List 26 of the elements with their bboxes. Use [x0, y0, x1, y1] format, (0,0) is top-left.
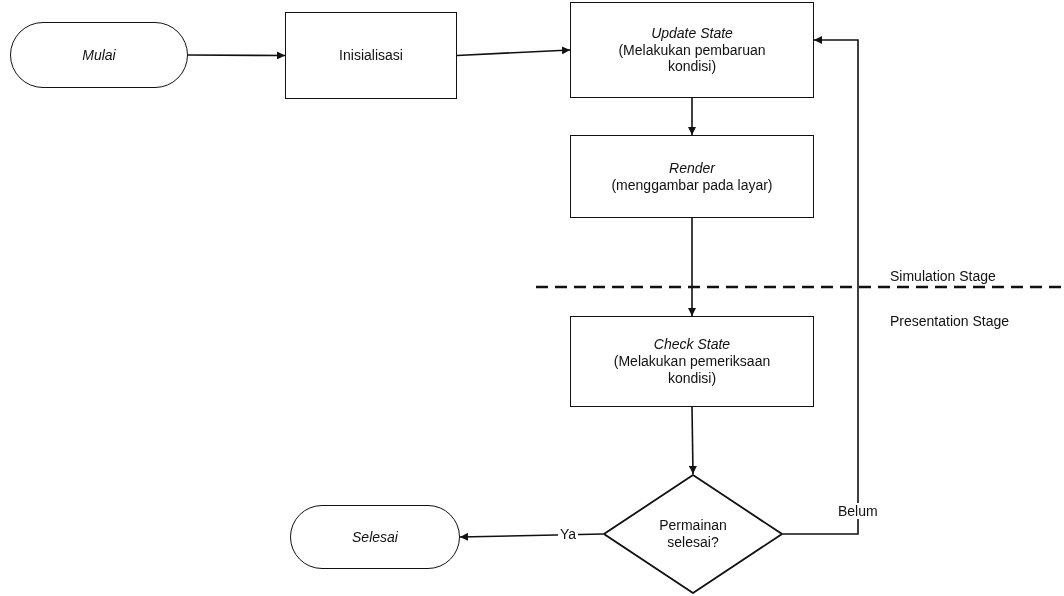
arrow — [688, 406, 697, 475]
edge-label: Ya — [558, 526, 579, 542]
arrow — [187, 51, 286, 60]
node-heading: Check State — [653, 336, 731, 354]
process-box — [570, 2, 814, 98]
arrow — [688, 97, 696, 136]
process-box — [570, 316, 814, 407]
node-text: Permainan selesai? — [658, 517, 728, 551]
arrow — [782, 36, 859, 535]
process-box — [570, 135, 814, 218]
stage-label: Presentation Stage — [890, 313, 1010, 329]
node-text: Mulai — [82, 46, 116, 64]
node-text: Selesai — [352, 528, 398, 546]
arrow — [456, 46, 571, 57]
process-box — [285, 12, 457, 99]
arrow — [688, 217, 696, 317]
node-text: (menggambar pada layar) — [611, 176, 773, 194]
decision-diamond — [603, 474, 783, 594]
arrow — [459, 532, 604, 541]
node-text: (Melakukan pembaruan kondisi) — [617, 41, 767, 76]
node-heading: Update State — [651, 24, 733, 42]
node-text: Inisialisasi — [339, 47, 403, 64]
stage-label: Simulation Stage — [890, 268, 996, 284]
edge-label: Belum — [836, 503, 880, 519]
node-heading: Render — [669, 159, 715, 177]
node-text: (Melakukan pemeriksaan kondisi) — [612, 353, 772, 387]
